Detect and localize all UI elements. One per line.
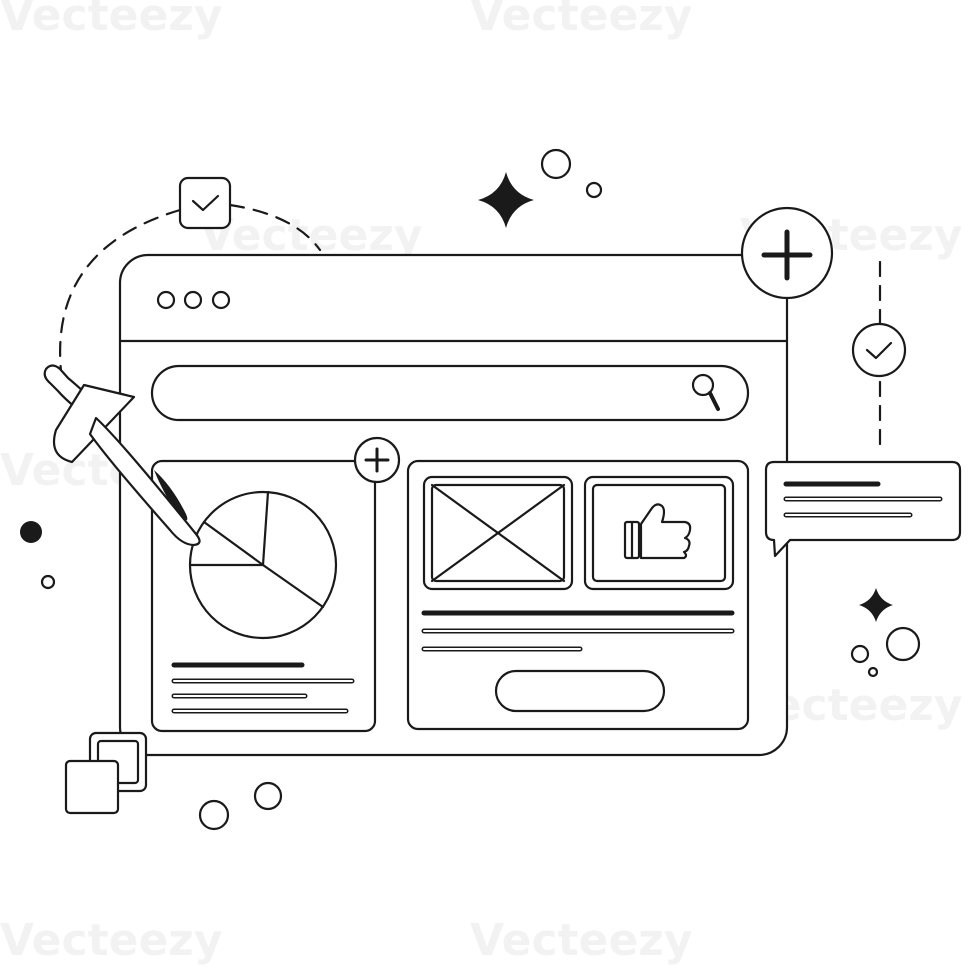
decorative-circles — [20, 148, 921, 831]
window-dots — [156, 290, 231, 310]
thumbs-up-icon — [623, 503, 692, 560]
chart-card — [150, 459, 377, 733]
checkbox[interactable] — [178, 176, 232, 230]
copy-icon — [64, 731, 148, 815]
search-input[interactable] — [150, 364, 750, 422]
add-widget-button[interactable] — [353, 436, 401, 484]
sparkle-icon — [859, 588, 893, 622]
sparkle-icon — [478, 172, 534, 228]
content-card — [406, 459, 750, 731]
pipette-icon — [43, 364, 201, 547]
chart-card-text-lines — [171, 662, 355, 714]
check-icon — [865, 341, 893, 360]
action-button[interactable] — [494, 669, 666, 713]
plus-icon — [364, 447, 390, 473]
image-placeholder-icon — [422, 475, 574, 591]
add-button[interactable] — [740, 206, 834, 300]
plus-icon — [761, 229, 813, 281]
window-dot[interactable] — [156, 290, 176, 310]
window-dot[interactable] — [211, 290, 231, 310]
window-dot[interactable] — [183, 290, 203, 310]
comment-bubble — [764, 460, 962, 558]
dashed-arc-left — [59, 208, 182, 382]
dashed-arc-top — [228, 203, 322, 252]
search-icon[interactable] — [691, 373, 720, 411]
check-icon — [191, 194, 220, 212]
like-tile[interactable] — [583, 475, 735, 591]
check-badge — [851, 322, 907, 378]
content-card-text-lines — [421, 610, 735, 652]
pie-chart — [188, 490, 338, 640]
